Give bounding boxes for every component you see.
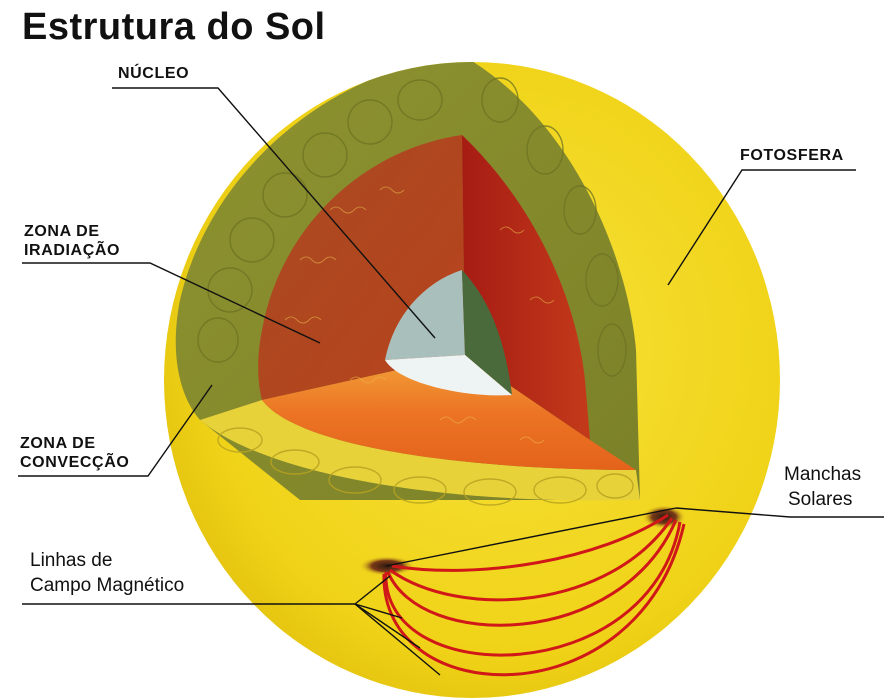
leader-manchas bbox=[675, 507, 884, 518]
label-fotosfera: FOTOSFERA bbox=[740, 147, 844, 164]
label-nucleo: NÚCLEO bbox=[118, 65, 190, 82]
label-zona-irradiacao: ZONA DE IRADIAÇÃO bbox=[24, 223, 121, 259]
leader-linhas-d bbox=[354, 603, 441, 676]
core-right-face bbox=[462, 270, 512, 395]
core-floor bbox=[385, 355, 512, 396]
label-linhas-campo-magnetico: Linhas de Campo Magnético bbox=[30, 550, 185, 596]
leader-conveccao bbox=[18, 384, 213, 477]
leader-lines bbox=[18, 87, 884, 676]
leader-linhas-c bbox=[354, 603, 421, 649]
leader-nucleo bbox=[112, 87, 436, 339]
magnetic-field-lines bbox=[382, 513, 686, 677]
label-zona-conveccao: ZONA DE CONVECÇÃO bbox=[20, 435, 130, 471]
leader-fotosfera bbox=[667, 169, 856, 286]
convection-floor bbox=[200, 400, 640, 501]
radiation-squiggles bbox=[284, 186, 555, 444]
convection-cells bbox=[197, 77, 627, 377]
leader-manchas-2 bbox=[385, 507, 677, 567]
core-left-face bbox=[385, 270, 465, 360]
leader-irradiacao bbox=[22, 262, 321, 344]
leader-linhas-a bbox=[354, 575, 391, 605]
label-manchas-solares: Manchas Solares bbox=[784, 464, 862, 510]
leader-linhas-b bbox=[354, 603, 403, 619]
convection-floor-cells bbox=[217, 427, 634, 506]
diagram-title: Estrutura do Sol bbox=[22, 6, 326, 48]
